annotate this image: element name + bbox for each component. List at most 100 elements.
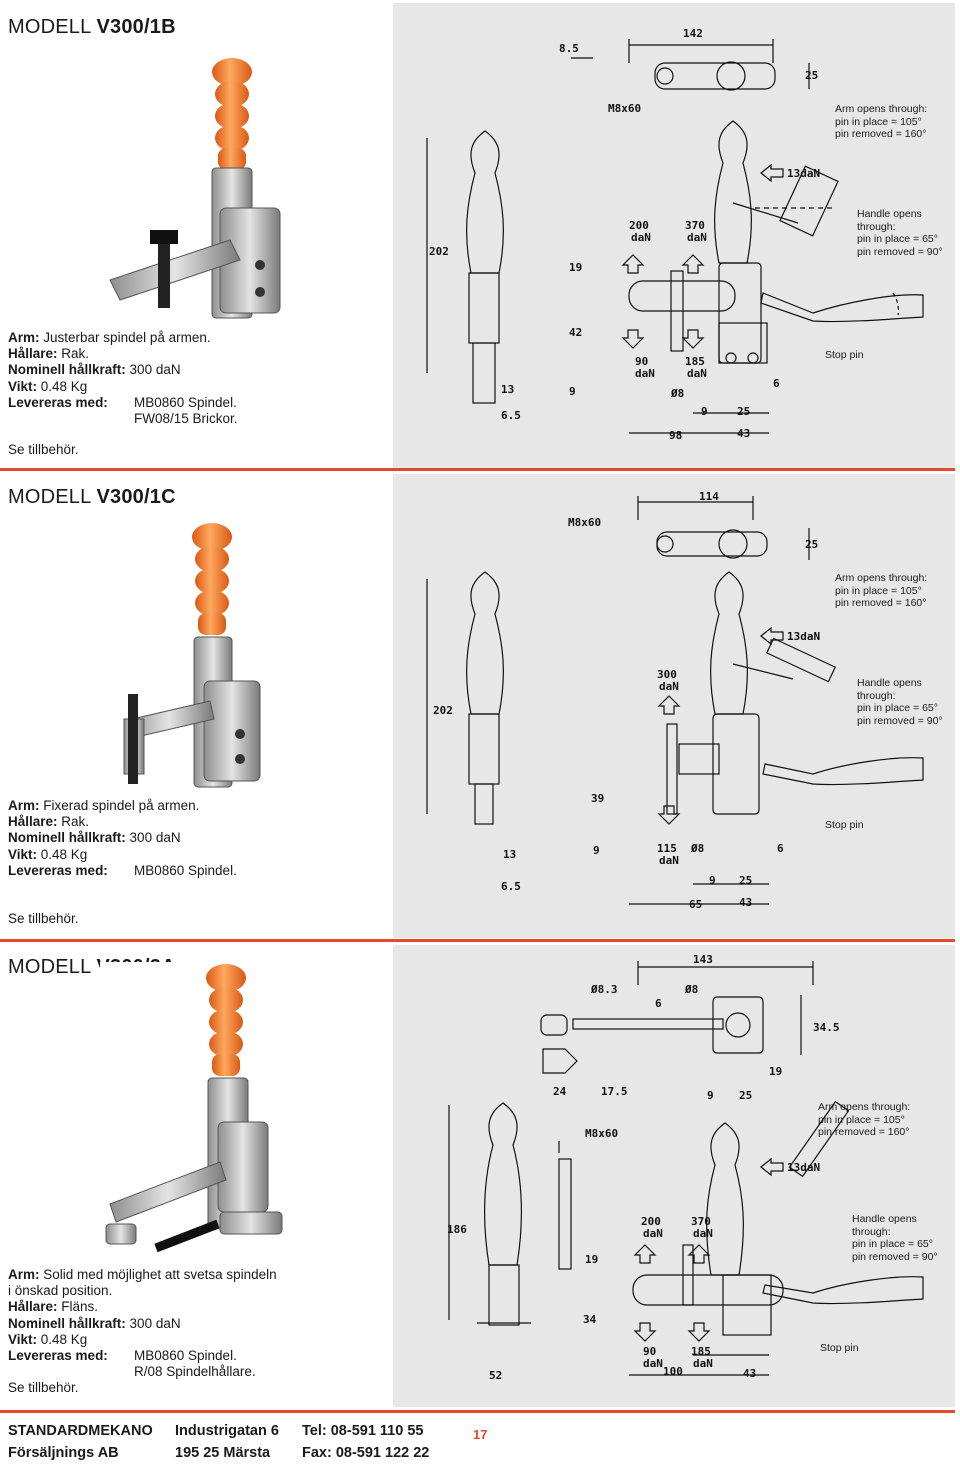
svg-text:43: 43 <box>739 896 752 909</box>
clamp-photo-illustration <box>109 58 281 319</box>
svg-text:100: 100 <box>663 1365 683 1378</box>
spec-list: Arm: Solid med möjlighet att svetsa spin… <box>8 1267 277 1380</box>
svg-text:daN: daN <box>687 367 707 380</box>
svg-text:daN: daN <box>643 1357 663 1370</box>
svg-text:142: 142 <box>683 27 703 40</box>
svg-text:300: 300 <box>657 668 677 681</box>
svg-text:185: 185 <box>691 1345 711 1358</box>
model-title: MODELL V300/1B <box>8 16 176 38</box>
section-divider <box>0 468 955 471</box>
arm-opens-note: Arm opens through:pin in place = 105°pin… <box>835 572 928 610</box>
svg-text:114: 114 <box>699 490 719 503</box>
svg-text:90: 90 <box>643 1345 656 1358</box>
svg-text:25: 25 <box>737 405 750 418</box>
product-photo <box>100 50 290 320</box>
svg-text:9: 9 <box>709 874 716 887</box>
svg-text:6.5: 6.5 <box>501 409 521 422</box>
dimension-drawing: 143 Ø8.3 Ø8 6 34.5 19 24 17.5 9 25 M8x60… <box>447 953 924 1382</box>
technical-drawing: 142 8.5 25 M8x60 202 200 daN 370 daN 13d… <box>393 3 955 469</box>
svg-text:13daN: 13daN <box>787 167 820 180</box>
model-section-v300-2a: MODELL V300/2A Arm: Solid med möjlighet <box>0 942 960 1408</box>
svg-text:43: 43 <box>743 1367 756 1380</box>
svg-text:200: 200 <box>641 1215 661 1228</box>
svg-text:M8x60: M8x60 <box>585 1127 618 1140</box>
svg-text:42: 42 <box>569 326 582 339</box>
svg-text:19: 19 <box>769 1065 782 1078</box>
dimension-drawing: 142 8.5 25 M8x60 202 200 daN 370 daN 13d… <box>426 27 924 442</box>
svg-text:daN: daN <box>635 367 655 380</box>
spec-list: Arm: Justerbar spindel på armen. Hållare… <box>8 330 238 427</box>
see-accessories: Se tillbehör. <box>8 442 79 457</box>
svg-text:6: 6 <box>777 842 784 855</box>
svg-text:202: 202 <box>429 245 449 258</box>
see-accessories: Se tillbehör. <box>8 911 79 926</box>
svg-text:19: 19 <box>569 261 582 274</box>
svg-text:186: 186 <box>447 1223 467 1236</box>
svg-text:24: 24 <box>553 1085 567 1098</box>
model-section-v300-1c: MODELL V300/1C Arm: Fixerad spindel på <box>0 471 960 942</box>
svg-text:25: 25 <box>805 69 818 82</box>
svg-text:Ø8.3: Ø8.3 <box>590 983 618 996</box>
footer-divider <box>0 1410 955 1413</box>
svg-text:6: 6 <box>773 377 780 390</box>
technical-drawing: 114 M8x60 25 13daN 300 daN 202 39 9 115 … <box>393 474 955 938</box>
svg-text:115: 115 <box>657 842 677 855</box>
svg-text:daN: daN <box>693 1227 713 1240</box>
svg-text:19: 19 <box>585 1253 598 1266</box>
svg-text:25: 25 <box>739 1089 752 1102</box>
svg-text:185: 185 <box>685 355 705 368</box>
product-photo <box>110 519 270 789</box>
svg-text:9: 9 <box>701 405 708 418</box>
clamp-photo-illustration <box>123 523 261 788</box>
stop-pin-label: Stop pin <box>825 349 864 361</box>
product-photo <box>100 962 290 1253</box>
svg-text:daN: daN <box>693 1357 713 1370</box>
svg-text:39: 39 <box>591 792 604 805</box>
svg-text:13daN: 13daN <box>787 630 820 643</box>
model-section-v300-1b: MODELL V300/1B Arm: Justerbar sp <box>0 0 960 471</box>
svg-text:143: 143 <box>693 953 713 966</box>
svg-text:Ø8: Ø8 <box>684 983 698 996</box>
see-accessories: Se tillbehör. <box>8 1380 79 1395</box>
svg-text:370: 370 <box>685 219 705 232</box>
svg-text:200: 200 <box>629 219 649 232</box>
svg-text:98: 98 <box>669 429 682 442</box>
svg-text:daN: daN <box>659 680 679 693</box>
model-title: MODELL V300/1C <box>8 486 176 508</box>
svg-text:13daN: 13daN <box>787 1161 820 1174</box>
arm-opens-note: Arm opens through:pin in place = 105°pin… <box>818 1101 911 1139</box>
arm-opens-note: Arm opens through:pin in place = 105°pin… <box>835 103 928 141</box>
svg-text:daN: daN <box>659 854 679 867</box>
stop-pin-label: Stop pin <box>820 1342 859 1354</box>
dimension-drawing: 114 M8x60 25 13daN 300 daN 202 39 9 115 … <box>426 490 924 911</box>
svg-text:6.5: 6.5 <box>501 880 521 893</box>
svg-text:Ø8: Ø8 <box>690 842 704 855</box>
stop-pin-label: Stop pin <box>825 819 864 831</box>
svg-text:17.5: 17.5 <box>601 1085 628 1098</box>
svg-text:6: 6 <box>655 997 662 1010</box>
svg-text:9: 9 <box>707 1089 714 1102</box>
svg-text:34.5: 34.5 <box>813 1021 840 1034</box>
technical-drawing: 143 Ø8.3 Ø8 6 34.5 19 24 17.5 9 25 M8x60… <box>393 945 955 1407</box>
clamp-photo-illustration <box>105 964 283 1253</box>
svg-text:34: 34 <box>583 1313 597 1326</box>
svg-text:202: 202 <box>433 704 453 717</box>
svg-text:13: 13 <box>501 383 514 396</box>
svg-text:13: 13 <box>503 848 516 861</box>
svg-text:daN: daN <box>687 231 707 244</box>
svg-text:43: 43 <box>737 427 750 440</box>
svg-text:9: 9 <box>569 385 576 398</box>
svg-text:M8x60: M8x60 <box>568 516 601 529</box>
svg-text:25: 25 <box>805 538 818 551</box>
svg-text:daN: daN <box>643 1227 663 1240</box>
svg-text:8.5: 8.5 <box>559 42 579 55</box>
svg-text:90: 90 <box>635 355 648 368</box>
svg-text:25: 25 <box>739 874 752 887</box>
svg-text:M8x60: M8x60 <box>608 102 641 115</box>
